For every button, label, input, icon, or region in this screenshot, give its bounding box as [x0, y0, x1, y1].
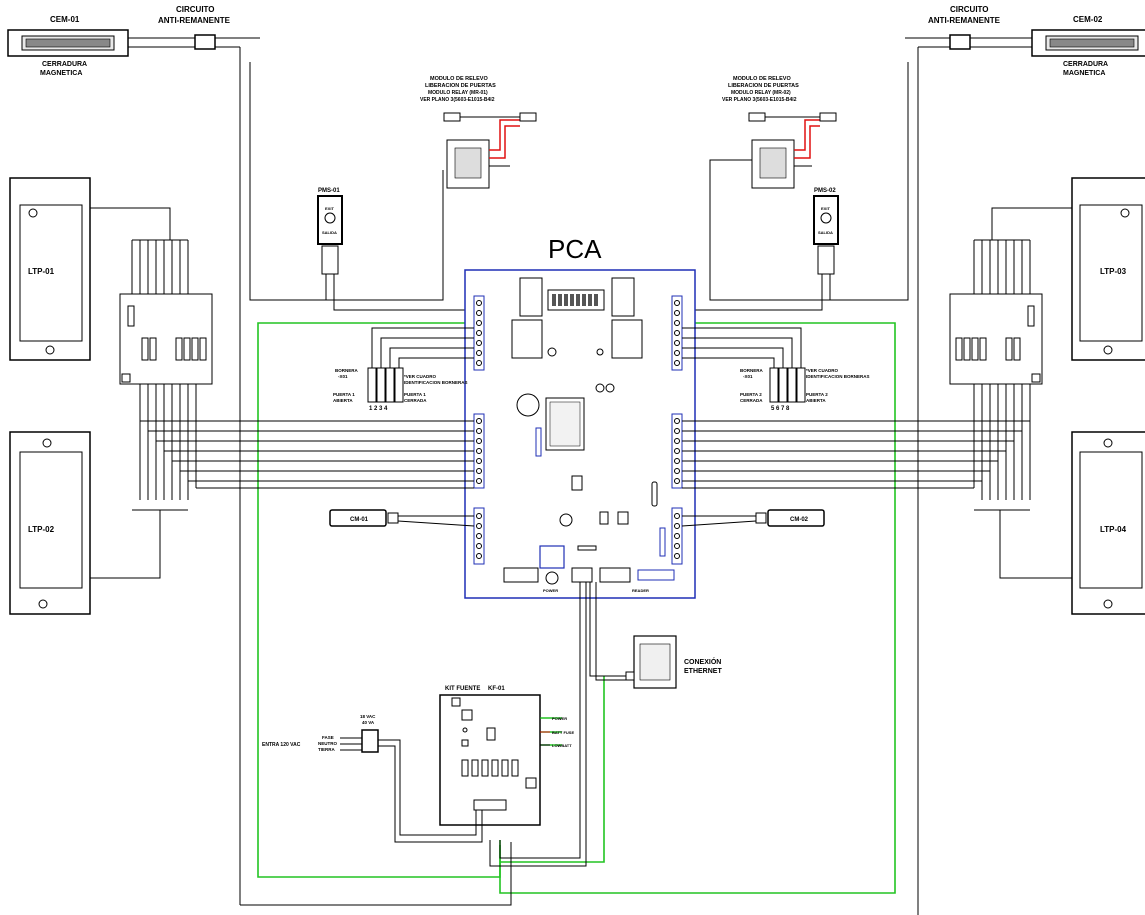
- puerta2-cerrada-line1: PUERTA 2: [740, 392, 762, 397]
- relay-module-left: [443, 112, 537, 189]
- bornera-right-line1: BORNERA: [740, 368, 764, 373]
- interface-board-left: [90, 207, 213, 579]
- pca-title: PCA: [548, 234, 602, 264]
- pca-power-label: POWER: [543, 588, 558, 593]
- circuito-right-line1: CIRCUITO: [950, 5, 989, 14]
- cem-01-label: CEM-01: [50, 15, 80, 24]
- relay-right-line3: MODULO RELAY (MR-02): [731, 90, 791, 96]
- relay-right-line2: LIBERACION DE PUERTAS: [728, 83, 799, 89]
- green-wires: [257, 322, 896, 894]
- pms-02-exit: EXIT: [821, 206, 830, 211]
- ltp-02-reader: [9, 431, 91, 615]
- pca-terminals: [473, 295, 683, 565]
- cuadro-right-line1: *VER CUADRO: [806, 368, 839, 373]
- bornera-left-line2: -X01: [338, 374, 348, 379]
- ltp-03-label: LTP-03: [1100, 267, 1127, 276]
- pms-02-label: PMS-02: [814, 188, 836, 194]
- pca-board: [464, 269, 696, 599]
- circuito-left-line2: ANTI-REMANENTE: [158, 16, 231, 25]
- bornera-left-numbers: 1 2 3 4: [369, 406, 388, 412]
- pms-01: [317, 195, 465, 311]
- cem-02: [1031, 29, 1145, 57]
- kit-fuente: [439, 582, 587, 867]
- puerta2-abierta-line1: PUERTA 2: [806, 392, 828, 397]
- cm-01-label: CM-01: [350, 517, 369, 523]
- bornera-right-numbers: 5 6 7 8: [771, 406, 790, 412]
- puerta1-cerrada-line1: PUERTA 1: [404, 392, 426, 397]
- cerradura-left-line2: MAGNETICA: [40, 70, 82, 77]
- ac-transformer: [340, 729, 483, 843]
- relay-module-right: [709, 112, 837, 189]
- puerta1-abierta-line1: PUERTA 1: [333, 392, 355, 397]
- relay-right-line4: VER PLANO 3(5603-E1015-B4I2: [722, 97, 797, 103]
- cem-01: [7, 29, 129, 57]
- lowbatt-label: LOWBATT: [552, 743, 572, 748]
- pms-01-exit: EXIT: [325, 206, 334, 211]
- ethernet-module: [589, 582, 677, 689]
- relay-left-line2: LIBERACION DE PUERTAS: [425, 83, 496, 89]
- bornera-left-line1: BORNERA: [335, 368, 359, 373]
- cuadro-left-line2: IDENTIFICACION BORNERAS: [404, 380, 468, 385]
- puerta1-cerrada-line2: CERRADA: [404, 398, 427, 403]
- pca-reader-label: READER: [632, 588, 649, 593]
- relay-left-line1: MODULO DE RELEVO: [430, 76, 488, 82]
- cuadro-right-line2: IDENTIFICACION BORNERAS: [806, 374, 870, 379]
- puerta2-cerrada-line2: CERRADA: [740, 398, 763, 403]
- cerradura-left-line1: CERRADURA: [42, 61, 87, 68]
- ltp-01-reader: [9, 177, 91, 361]
- ltp-01-label: LTP-01: [28, 267, 55, 276]
- anti-remanente-left: [128, 34, 512, 906]
- relay-left-line3: MODULO RELAY (MR-01): [428, 90, 488, 96]
- interface-board-right: [949, 207, 1072, 579]
- relay-left-line4: VER PLANO 3(5603-E1015-B4I2: [420, 97, 495, 103]
- pms-02: [690, 195, 839, 311]
- circuito-left-line1: CIRCUITO: [176, 5, 215, 14]
- ltp-02-label: LTP-02: [28, 525, 55, 534]
- bornera-right: [682, 327, 806, 403]
- power-label: POWER: [552, 716, 567, 721]
- pms-02-salida: SALIDA: [818, 230, 833, 235]
- cuadro-left-line1: *VER CUADRO: [404, 374, 437, 379]
- conexion-line2: ETHERNET: [684, 668, 722, 675]
- circuito-right-line2: ANTI-REMANENTE: [928, 16, 1001, 25]
- neutro-label: NEUTRO: [318, 741, 337, 746]
- cm-02-label: CM-02: [790, 517, 809, 523]
- batt-fuse-label: BATT FUSE: [552, 730, 574, 735]
- fase-label: FASE: [322, 735, 334, 740]
- pms-01-salida: SALIDA: [322, 230, 337, 235]
- puerta1-abierta-line2: ABIERTA: [333, 398, 353, 403]
- cerradura-right-line2: MAGNETICA: [1063, 70, 1105, 77]
- vac-line2: 40 VA: [362, 720, 375, 725]
- ltp-04-label: LTP-04: [1100, 525, 1127, 534]
- bornera-left: [367, 327, 474, 403]
- bornera-right-line2: -X01: [743, 374, 753, 379]
- ltp-03-reader: [1071, 177, 1145, 361]
- vac-line1: 18 VAC: [360, 714, 376, 719]
- cm-01: [329, 509, 475, 527]
- kit-fuente-label: KIT FUENTE: [445, 686, 480, 692]
- conexion-line1: CONEXIÓN: [684, 657, 721, 666]
- ltp-04-reader: [1071, 431, 1145, 615]
- pms-01-label: PMS-01: [318, 188, 340, 194]
- tierra-label: TIERRA: [318, 747, 336, 752]
- kf-01-label: KF-01: [488, 686, 505, 692]
- puerta2-abierta-line2: ABIERTA: [806, 398, 826, 403]
- cem-02-label: CEM-02: [1073, 15, 1103, 24]
- entrada-label: ENTRA 120 VAC: [262, 742, 301, 748]
- cm-02: [681, 509, 825, 527]
- relay-right-line1: MODULO DE RELEVO: [733, 76, 791, 82]
- cerradura-right-line1: CERRADURA: [1063, 61, 1108, 68]
